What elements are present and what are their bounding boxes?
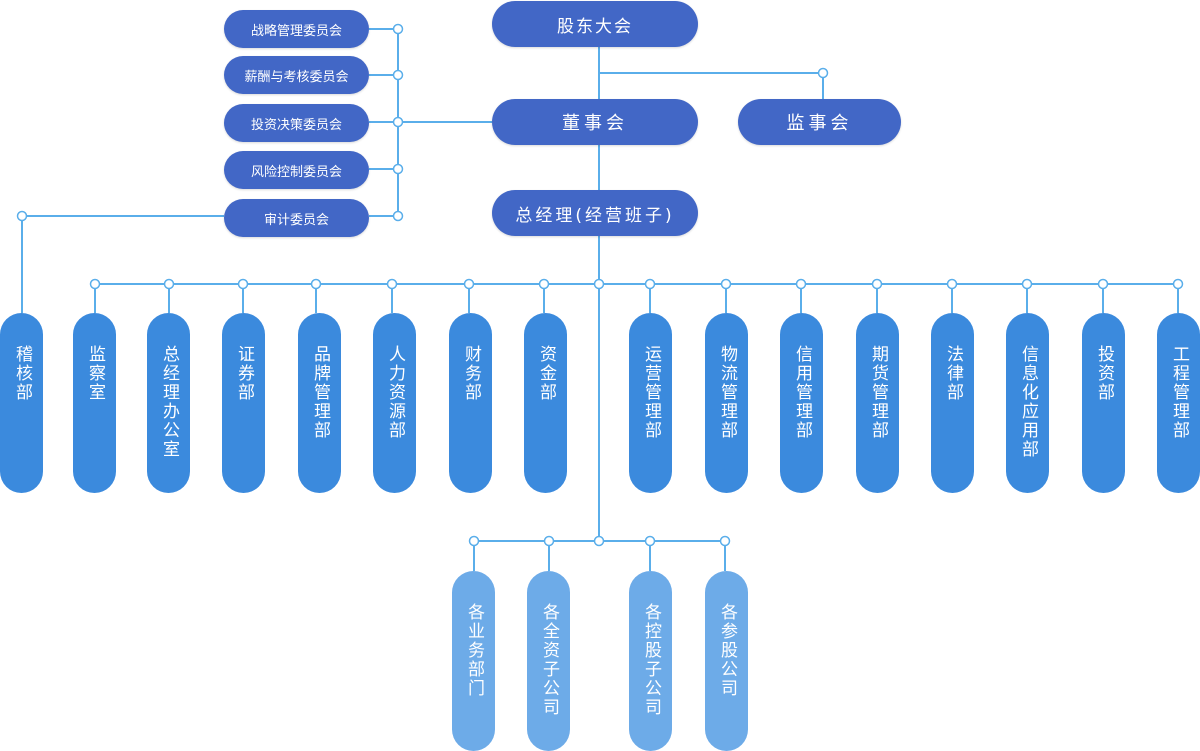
committee-node[interactable]: 投资决策委员会 — [224, 104, 369, 142]
department-node[interactable]: 信息化应用部 — [1006, 313, 1049, 493]
connector-node-dot — [538, 278, 550, 290]
audit-department-node[interactable]: 稽核部 — [0, 313, 43, 493]
general-manager-node[interactable]: 总经理(经营班子) — [492, 190, 698, 236]
department-node[interactable]: 物流管理部 — [705, 313, 748, 493]
connector-node-dot — [392, 210, 404, 222]
department-node[interactable]: 证券部 — [222, 313, 265, 493]
shareholders-meeting-node[interactable]: 股东大会 — [492, 1, 698, 47]
connector-node-dot — [392, 163, 404, 175]
connector-node-dot — [644, 278, 656, 290]
subsidiary-node[interactable]: 各全资子公司 — [527, 571, 570, 751]
department-node[interactable]: 期货管理部 — [856, 313, 899, 493]
connector-node-dot — [386, 278, 398, 290]
department-node[interactable]: 总经理办公室 — [147, 313, 190, 493]
connector-node-dot — [468, 535, 480, 547]
department-node[interactable]: 人力资源部 — [373, 313, 416, 493]
connector-node-dot — [946, 278, 958, 290]
connector-node-dot — [593, 535, 605, 547]
subsidiary-node[interactable]: 各业务部门 — [452, 571, 495, 751]
connector-node-dot — [871, 278, 883, 290]
department-node[interactable]: 监察室 — [73, 313, 116, 493]
connector-node-dot — [644, 535, 656, 547]
connector-node-dot — [392, 23, 404, 35]
connector-node-dot — [163, 278, 175, 290]
connector-node-dot — [392, 116, 404, 128]
department-node[interactable]: 工程管理部 — [1157, 313, 1200, 493]
committee-node[interactable]: 风险控制委员会 — [224, 151, 369, 189]
connector-node-dot — [237, 278, 249, 290]
connector-node-dot — [1172, 278, 1184, 290]
committee-node[interactable]: 审计委员会 — [224, 199, 369, 237]
connector-node-dot — [1097, 278, 1109, 290]
connector-node-dot — [720, 278, 732, 290]
connector-node-dot — [16, 210, 28, 222]
committee-node[interactable]: 战略管理委员会 — [224, 10, 369, 48]
connector-node-dot — [719, 535, 731, 547]
connector-node-dot — [463, 278, 475, 290]
department-node[interactable]: 资金部 — [524, 313, 567, 493]
connector-node-dot — [89, 278, 101, 290]
connector-node-dot — [543, 535, 555, 547]
department-node[interactable]: 品牌管理部 — [298, 313, 341, 493]
connector-node-dot — [1021, 278, 1033, 290]
connector-node-dot — [392, 69, 404, 81]
department-node[interactable]: 运营管理部 — [629, 313, 672, 493]
subsidiary-node[interactable]: 各参股公司 — [705, 571, 748, 751]
department-node[interactable]: 法律部 — [931, 313, 974, 493]
department-node[interactable]: 信用管理部 — [780, 313, 823, 493]
supervisory-board-node[interactable]: 监事会 — [738, 99, 901, 145]
connector-node-dot — [310, 278, 322, 290]
board-of-directors-node[interactable]: 董事会 — [492, 99, 698, 145]
department-node[interactable]: 财务部 — [449, 313, 492, 493]
department-node[interactable]: 投资部 — [1082, 313, 1125, 493]
committee-node[interactable]: 薪酬与考核委员会 — [224, 56, 369, 94]
connector-node-dot — [795, 278, 807, 290]
connector-node-dot — [593, 278, 605, 290]
subsidiary-node[interactable]: 各控股子公司 — [629, 571, 672, 751]
connector-node-dot — [817, 67, 829, 79]
